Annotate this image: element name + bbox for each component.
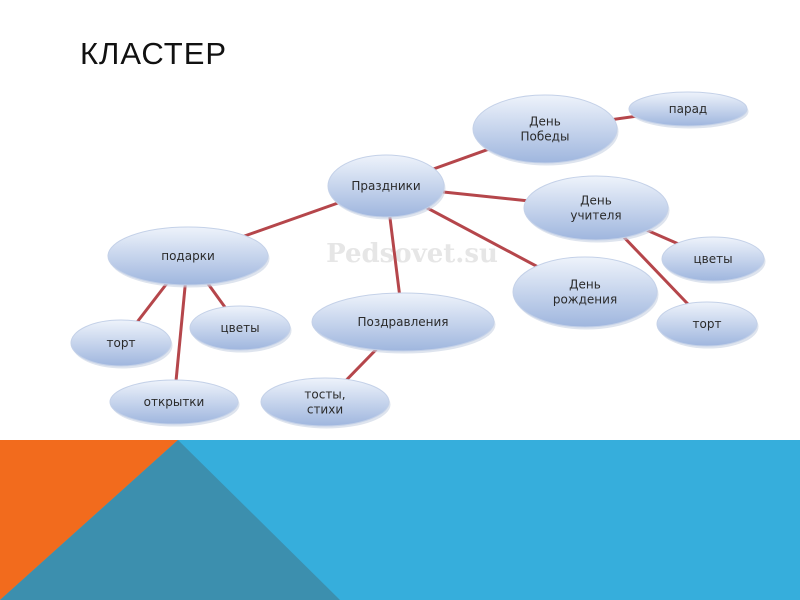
node-tsvety-right: цветы	[661, 236, 766, 284]
node-prazdniki: Праздники	[327, 154, 446, 220]
node-otkrytki: открытки	[109, 379, 240, 427]
node-label: День	[580, 194, 612, 208]
node-label: цветы	[220, 321, 259, 335]
node-label: торт	[107, 336, 136, 350]
node-ellipse	[70, 319, 172, 367]
node-ellipse	[260, 377, 390, 427]
node-label: рождения	[553, 293, 617, 307]
node-ellipse	[512, 256, 658, 328]
node-tort-right: торт	[656, 301, 759, 349]
node-group: ПраздникиДеньПобедыпарадДеньучителяцветы…	[70, 91, 766, 429]
node-ellipse	[107, 226, 269, 286]
node-ellipse	[656, 301, 758, 347]
node-tort-left: торт	[70, 319, 173, 369]
node-label: учителя	[570, 209, 621, 223]
node-label: стихи	[307, 403, 343, 417]
node-label: торт	[693, 317, 722, 331]
node-parad: парад	[628, 91, 749, 129]
node-ellipse	[661, 236, 765, 282]
node-label: открытки	[144, 395, 205, 409]
footer-band-teal	[0, 440, 340, 600]
node-ellipse	[311, 292, 495, 352]
slide-title: КЛАСТЕР	[80, 36, 228, 71]
node-podarki: подарки	[107, 226, 270, 288]
node-label: Праздники	[351, 179, 420, 193]
node-label: подарки	[161, 249, 215, 263]
node-label: День	[529, 115, 561, 129]
footer-band	[0, 440, 800, 600]
node-ellipse	[472, 94, 618, 164]
node-tosty-stikhi: тосты,стихи	[260, 377, 391, 429]
node-tsvety-left: цветы	[189, 305, 292, 353]
watermark: Pedsovet.su	[326, 239, 498, 269]
node-label: парад	[669, 102, 707, 116]
node-ellipse	[628, 91, 748, 127]
node-label: тосты,	[304, 388, 345, 402]
node-ellipse	[523, 175, 669, 241]
node-pozdravleniya: Поздравления	[311, 292, 496, 354]
node-label: Поздравления	[357, 315, 448, 329]
node-ellipse	[327, 154, 445, 218]
node-label: День	[569, 278, 601, 292]
node-ellipse	[189, 305, 291, 351]
node-label: цветы	[693, 252, 732, 266]
node-label: Победы	[521, 130, 570, 144]
node-ellipse	[109, 379, 239, 425]
